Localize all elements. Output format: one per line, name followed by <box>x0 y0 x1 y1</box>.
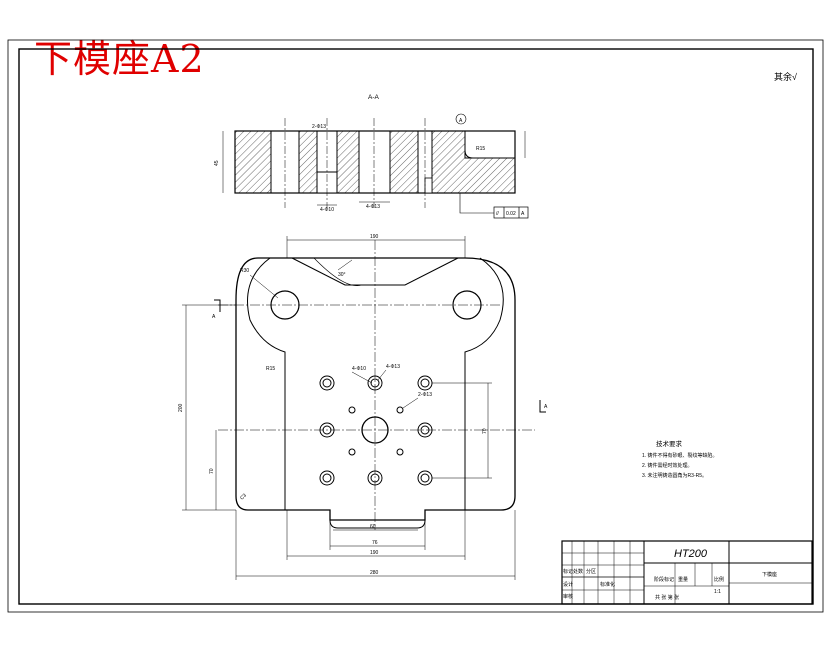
tech-requirements: 技术要求 1. 铸件不得有砂眼、裂纹等缺陷。 2. 铸件需经时效处理。 3. 未… <box>642 439 718 479</box>
svg-text:4-Φ10: 4-Φ10 <box>320 207 334 213</box>
plan-view: A A R30 30° 4-Φ10 4-Φ13 2-Φ13 R15 C3 190… <box>178 234 548 580</box>
svg-text:处数: 处数 <box>573 568 583 575</box>
title-block <box>561 540 813 605</box>
svg-text:技术要求: 技术要求 <box>656 439 683 448</box>
svg-text:4-Φ13: 4-Φ13 <box>366 204 380 210</box>
svg-text:1. 铸件不得有砂眼、裂纹等缺陷。: 1. 铸件不得有砂眼、裂纹等缺陷。 <box>642 452 718 459</box>
svg-text:76: 76 <box>372 540 378 546</box>
svg-text:C3: C3 <box>239 492 248 501</box>
svg-text:重量: 重量 <box>678 576 688 583</box>
svg-text:60: 60 <box>370 524 376 530</box>
svg-text:阶段标记: 阶段标记 <box>654 576 674 583</box>
part-name-label: 下模座 <box>762 571 777 578</box>
svg-text:30°: 30° <box>338 272 346 278</box>
material-label: HT200 <box>674 548 708 560</box>
svg-text:设计: 设计 <box>563 581 573 588</box>
section-view: 45 4-Φ10 4-Φ13 R15 2-Φ13 A // 0.02 A <box>214 113 529 219</box>
svg-text:标准化: 标准化 <box>600 581 615 588</box>
svg-text:190: 190 <box>370 234 379 240</box>
svg-text:A: A <box>459 118 463 124</box>
page-title-overlay: 下模座A2 <box>34 37 205 81</box>
scale-label: 1:1 <box>714 589 721 595</box>
svg-text:4-Φ13: 4-Φ13 <box>386 364 400 370</box>
tolerance-datum: A <box>521 211 525 217</box>
svg-text:A: A <box>544 404 548 410</box>
svg-text:3. 未注明铸造圆角为R3-R5。: 3. 未注明铸造圆角为R3-R5。 <box>642 472 707 479</box>
svg-text:2. 铸件需经时效处理。: 2. 铸件需经时效处理。 <box>642 462 693 469</box>
svg-text:70: 70 <box>482 428 488 434</box>
svg-text:比例: 比例 <box>714 576 724 583</box>
svg-text:R30: R30 <box>240 268 249 274</box>
roughness-note: 其余√ <box>774 71 797 82</box>
svg-text:70: 70 <box>209 468 215 474</box>
svg-text:R15: R15 <box>266 366 275 372</box>
svg-text:280: 280 <box>370 570 379 576</box>
svg-text:2-Φ13: 2-Φ13 <box>312 124 326 130</box>
svg-text:45: 45 <box>214 160 220 166</box>
svg-text:共 张 第 张: 共 张 第 张 <box>655 594 679 601</box>
svg-text:A: A <box>212 314 216 320</box>
svg-text:分区: 分区 <box>586 568 596 575</box>
svg-text:R15: R15 <box>476 146 485 152</box>
svg-text:标记: 标记 <box>563 568 573 575</box>
inner-border <box>18 48 814 605</box>
section-label: A-A <box>368 94 380 101</box>
svg-text:审核: 审核 <box>563 593 573 600</box>
svg-text:4-Φ10: 4-Φ10 <box>352 366 366 372</box>
tolerance-symbol: // <box>496 211 499 217</box>
outer-border <box>7 39 824 613</box>
svg-text:2-Φ13: 2-Φ13 <box>418 392 432 398</box>
svg-text:190: 190 <box>370 550 379 556</box>
svg-text:200: 200 <box>178 403 184 412</box>
tolerance-value: 0.02 <box>506 211 516 217</box>
